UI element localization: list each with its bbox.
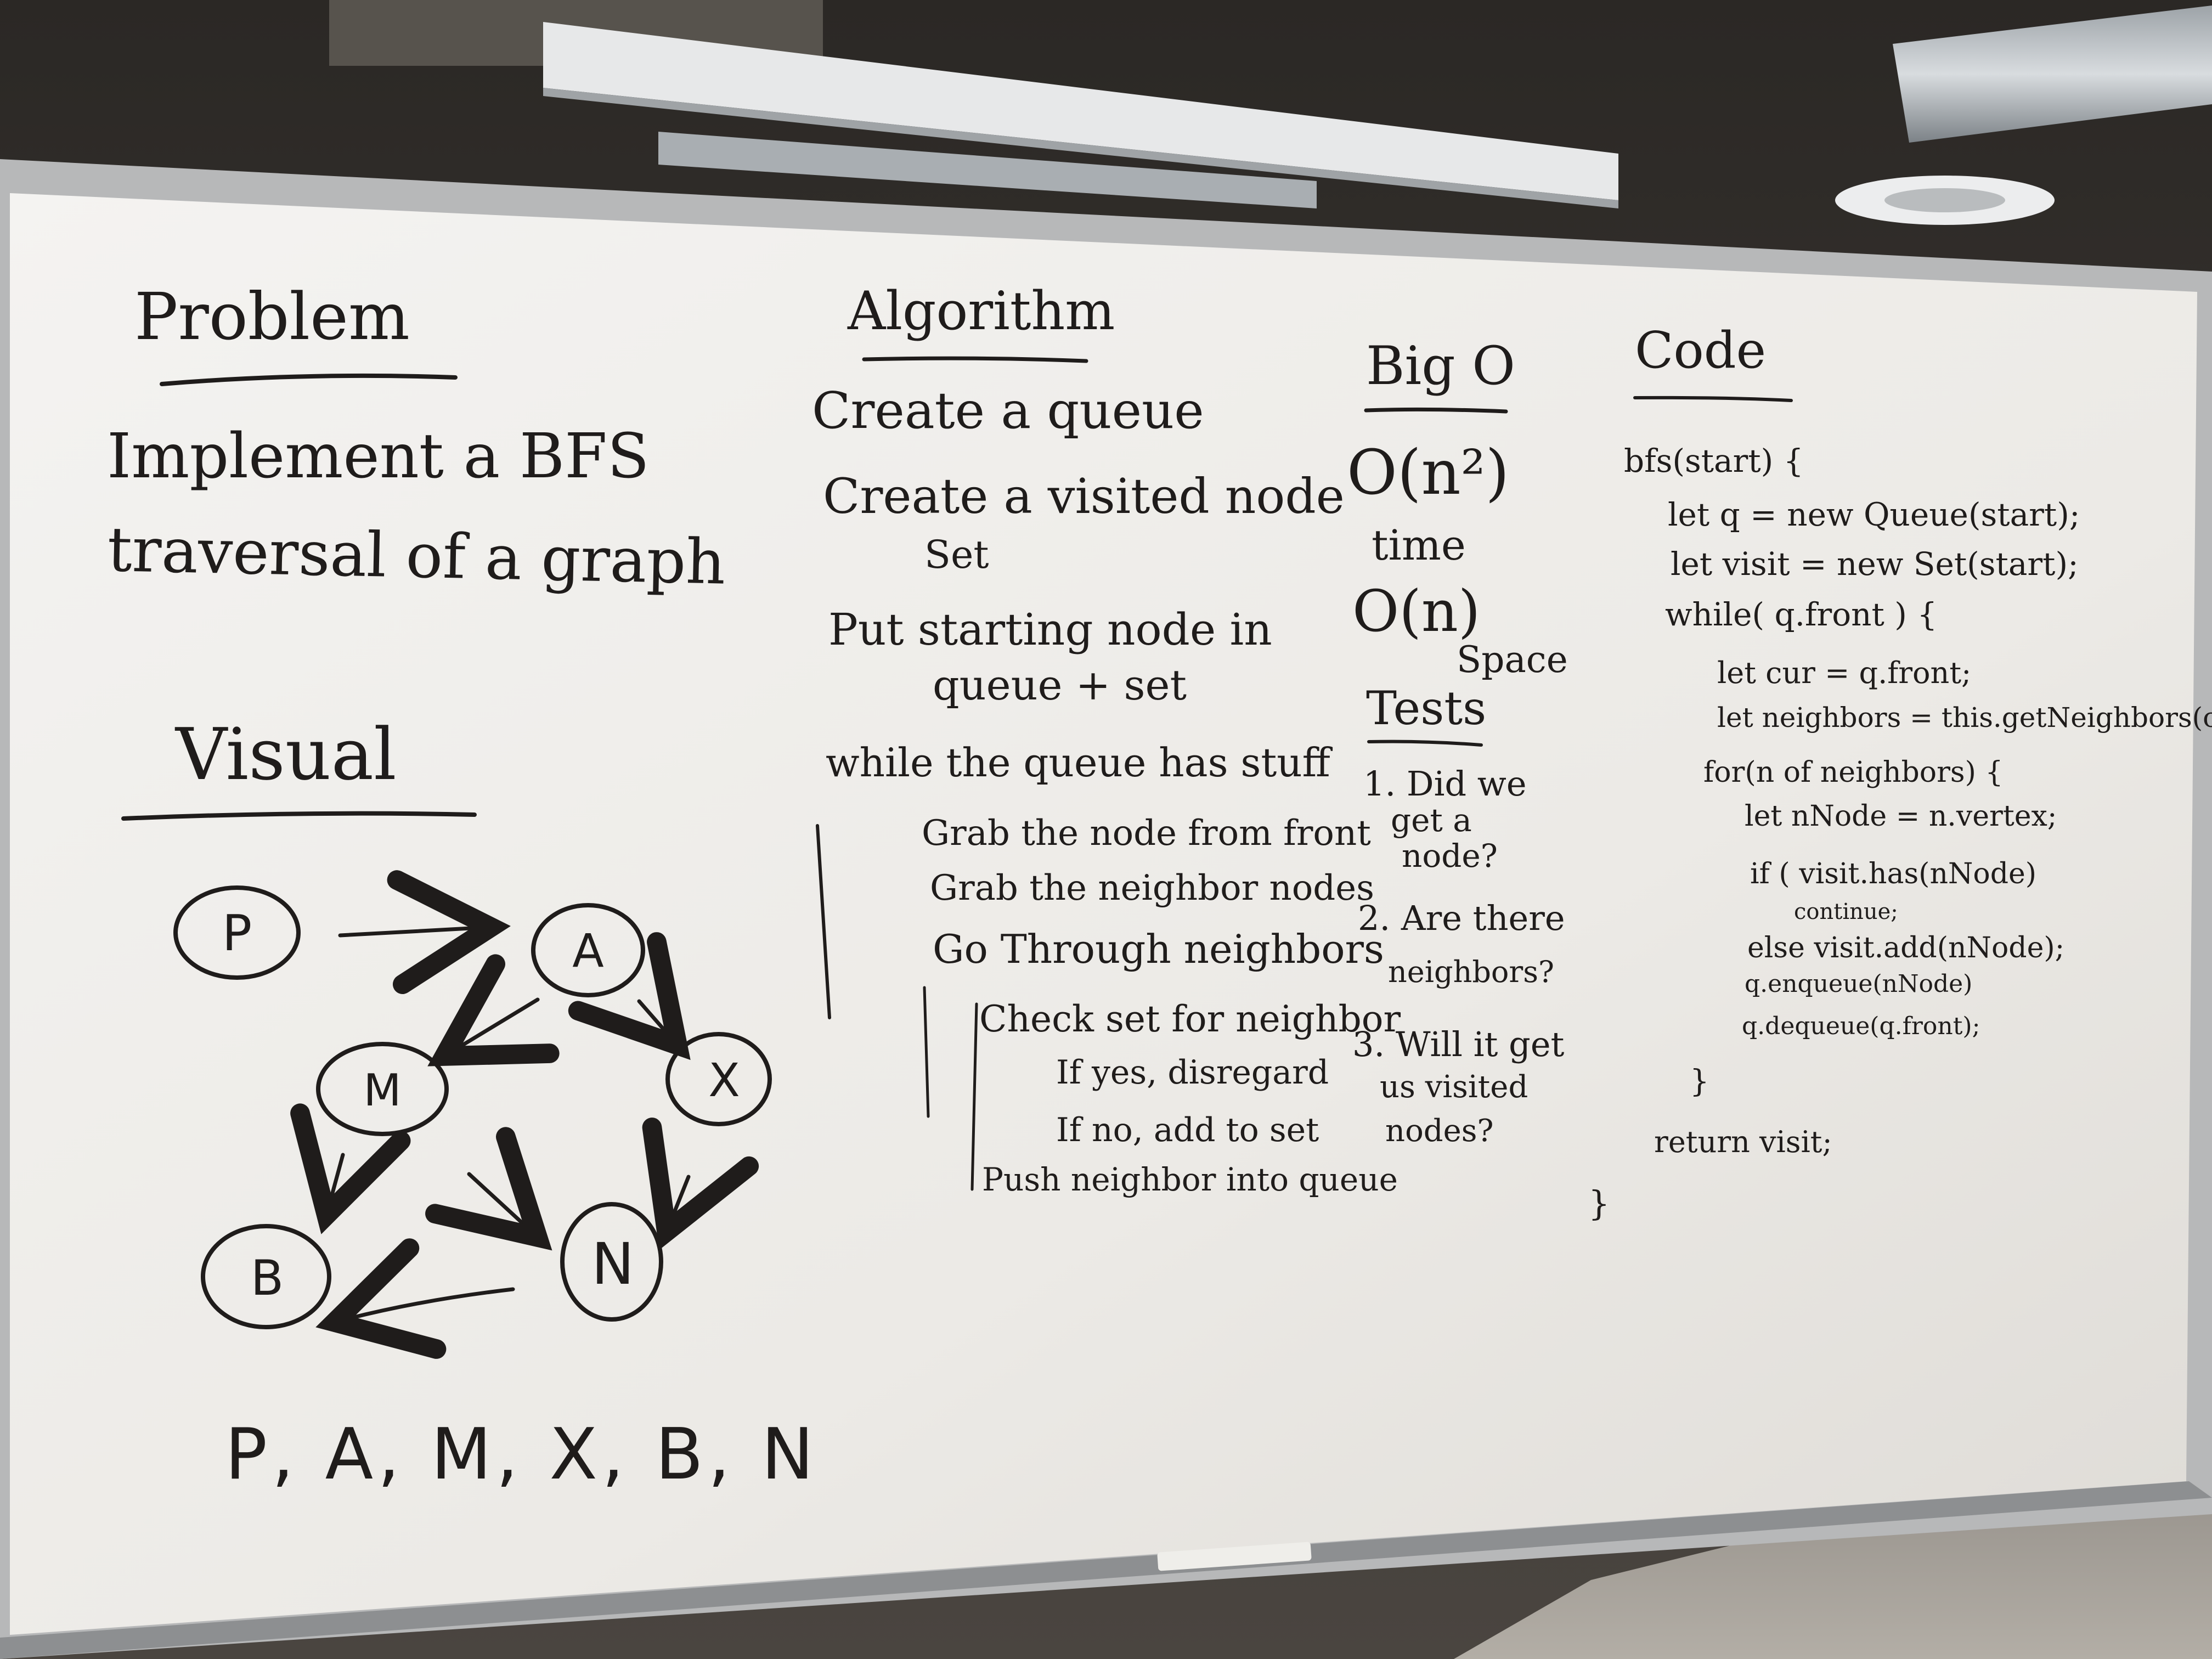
node-a-label: A <box>572 924 603 978</box>
code-line: if ( visit.has(nNode) <box>1750 857 2036 890</box>
code-underline <box>1633 396 1793 402</box>
tests-heading: Tests <box>1366 681 1486 735</box>
algorithm-bracket-inner-2 <box>970 1002 978 1191</box>
code-line: return visit; <box>1654 1125 1832 1159</box>
code-line: let q = new Queue(start); <box>1668 496 2080 533</box>
problem-underline <box>160 373 458 386</box>
node-p: P <box>173 885 301 980</box>
node-n: N <box>560 1202 663 1322</box>
node-a-circle <box>531 903 645 997</box>
algorithm-heading: Algorithm <box>847 280 1115 342</box>
test-1-line-3: node? <box>1402 837 1498 874</box>
algorithm-step-4: while the queue has stuff <box>826 740 1333 786</box>
node-n-label: N <box>591 1231 634 1297</box>
code-line: let neighbors = this.getNeighbors(cur); <box>1717 702 2212 733</box>
bigo-time-value: O(n²) <box>1347 437 1509 509</box>
test-1-line-1: 1. Did we <box>1363 764 1527 804</box>
node-n-circle <box>560 1202 663 1322</box>
node-x-label: X <box>708 1053 740 1107</box>
tests-underline <box>1367 740 1483 747</box>
visual-heading: Visual <box>174 713 397 796</box>
code-line: } <box>1588 1183 1610 1223</box>
test-3-line-3: nodes? <box>1385 1113 1494 1149</box>
bigo-underline <box>1364 407 1508 414</box>
code-line: continue; <box>1794 899 1898 924</box>
problem-heading: Problem <box>134 279 410 354</box>
code-line: q.enqueue(nNode) <box>1745 970 1972 998</box>
test-3-line-2: us visited <box>1380 1069 1528 1105</box>
algorithm-sub-3b: If yes, disregard <box>1056 1053 1329 1092</box>
edge-n-b <box>315 1238 515 1359</box>
ceiling-vent-center <box>1884 188 2005 212</box>
problem-line-1: Implement a BFS <box>107 421 650 492</box>
code-line: q.dequeue(q.front); <box>1742 1012 1980 1040</box>
algorithm-step-2-line-1: Create a visited node <box>823 468 1345 524</box>
whiteboard-surface <box>10 193 2197 1635</box>
algorithm-bracket-outer <box>816 824 831 1019</box>
algorithm-step-2-line-2: Set <box>924 532 989 577</box>
bigo-space-value: O(n) <box>1352 578 1480 645</box>
node-p-circle <box>173 885 301 980</box>
algorithm-step-3-line-1: Put starting node in <box>828 604 1272 655</box>
test-3-line-1: 3. Will it get <box>1352 1024 1565 1064</box>
test-2-line-1: 2. Are there <box>1358 898 1565 938</box>
edge-m-b <box>290 1103 411 1234</box>
algorithm-sub-3c: If no, add to set <box>1056 1111 1319 1149</box>
code-section: Code bfs(start) { let q = new Queue(star… <box>1588 321 2212 1223</box>
edge-a-x <box>568 932 691 1060</box>
node-m: M <box>316 1042 449 1136</box>
marker-tray <box>0 1481 2212 1659</box>
test-1-line-2: get a <box>1391 802 1472 839</box>
bigo-time-label: time <box>1372 521 1466 569</box>
light-fixture-edge <box>543 88 1618 208</box>
edge-a-m <box>427 954 560 1066</box>
algorithm-section: Algorithm Create a queue Create a visite… <box>812 280 1401 1198</box>
code-line: let nNode = n.vertex; <box>1745 800 2057 833</box>
node-x: X <box>665 1032 772 1126</box>
algorithm-step-1: Create a queue <box>812 381 1204 440</box>
node-b-label: B <box>251 1250 284 1306</box>
visual-underline <box>121 811 477 821</box>
node-p-label: P <box>222 905 252 962</box>
algorithm-sub-3d: Push neighbor into queue <box>982 1161 1398 1198</box>
code-line: else visit.add(nNode); <box>1747 932 2064 964</box>
ceiling-duct <box>1893 5 2212 143</box>
edge-m-n <box>425 1127 552 1251</box>
ceiling-pipe <box>658 132 1317 208</box>
code-line: let cur = q.front; <box>1717 656 1971 690</box>
tests-section: Tests 1. Did we get a node? 2. Are there… <box>1352 681 1565 1149</box>
code-line: for(n of neighbors) { <box>1703 756 2004 789</box>
node-a: A <box>531 903 645 997</box>
algorithm-bracket-inner <box>923 986 930 1118</box>
problem-line-2: traversal of a graph <box>106 514 726 599</box>
node-b: B <box>201 1224 331 1329</box>
algorithm-sub-2: Grab the neighbor nodes <box>930 868 1374 909</box>
visual-section: Visual P A M X B <box>121 713 818 1496</box>
brand-label <box>1157 1542 1312 1571</box>
bigo-heading: Big O <box>1366 335 1515 397</box>
algorithm-sub-3a: Check set for neighbor <box>979 998 1401 1040</box>
algorithm-sub-3: Go Through neighbors <box>933 926 1384 972</box>
traversal-order: P, A, M, X, B, N <box>225 1414 818 1496</box>
code-heading: Code <box>1635 321 1766 380</box>
node-m-label: M <box>363 1065 401 1116</box>
code-line: let visit = new Set(start); <box>1671 545 2079 583</box>
algorithm-sub-1: Grab the node from front <box>922 813 1371 854</box>
edge-x-n <box>642 1118 759 1250</box>
bigo-section: Big O O(n²) time O(n) Space <box>1347 335 1568 681</box>
node-b-circle <box>201 1224 331 1329</box>
node-m-circle <box>316 1042 449 1136</box>
code-line: while( q.front ) { <box>1665 596 1937 633</box>
edge-p-a <box>338 870 511 994</box>
problem-section: Problem Implement a BFS traversal of a g… <box>106 279 726 599</box>
code-line: } <box>1690 1064 1709 1099</box>
test-2-line-2: neighbors? <box>1388 955 1554 989</box>
algorithm-step-3-line-2: queue + set <box>933 661 1187 709</box>
code-line: bfs(start) { <box>1624 442 1804 479</box>
light-fixture <box>543 22 1618 200</box>
bigo-space-label: Space <box>1457 639 1568 681</box>
algorithm-underline <box>862 356 1088 363</box>
node-x-circle <box>665 1032 772 1126</box>
